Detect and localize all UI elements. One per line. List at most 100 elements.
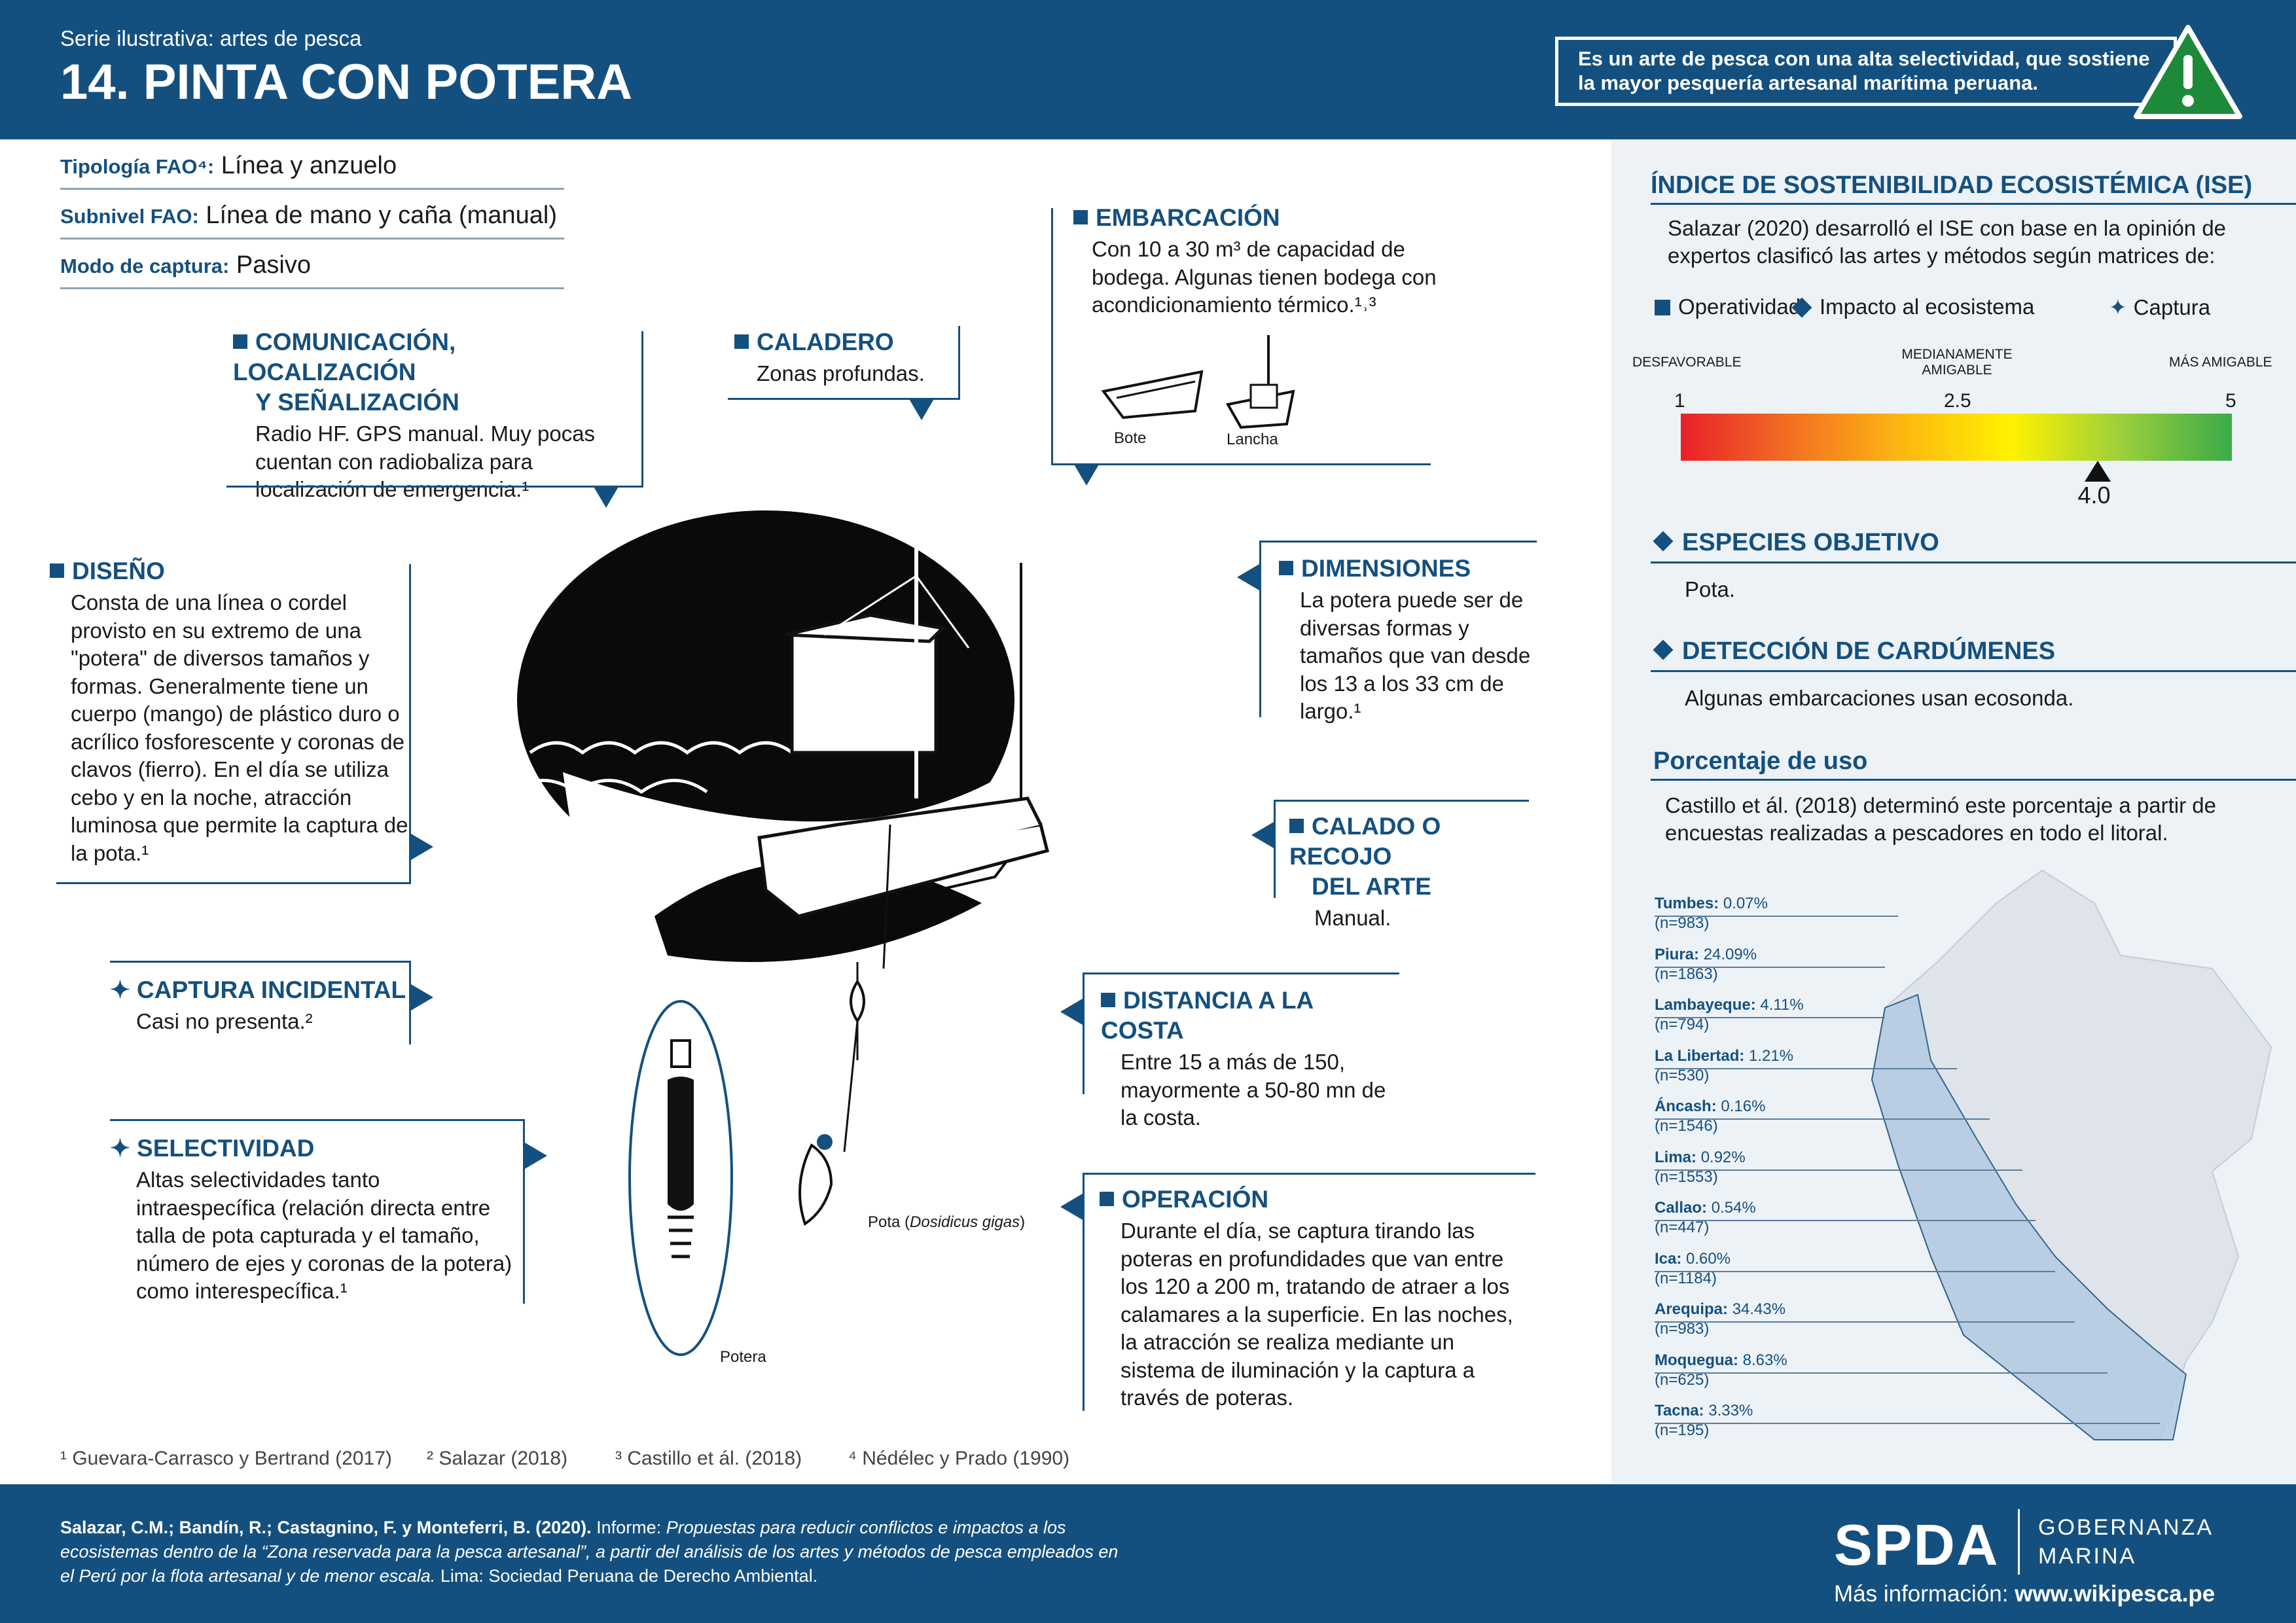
boat-illustration (509, 491, 1050, 1356)
pota-caption: Pota (Dosidicus gigas) (868, 1213, 1026, 1231)
divider (226, 486, 643, 488)
divider (110, 1119, 525, 1121)
deteccion-body: Algunas embarcaciones usan ecosonda. (1685, 686, 2074, 710)
star-icon: ✦ (2109, 295, 2127, 319)
section-comunicacion: COMUNICACIÓN, LOCALIZACIÓN Y SEÑALIZACIÓ… (233, 329, 596, 501)
deteccion-title: DETECCIÓN DE CARDÚMENES (1653, 637, 2055, 666)
region-leader-line (1655, 1169, 2022, 1171)
scale-label-right: MÁS AMIGABLE (2169, 355, 2272, 370)
divider (409, 961, 411, 1044)
region-leader-line (1655, 1017, 1885, 1018)
ise-marker: 4.0 (2077, 461, 2114, 509)
region-item: Tacna: 3.33%(n=195) (1655, 1402, 1753, 1439)
divider (1083, 972, 1399, 974)
divider (1259, 541, 1537, 543)
star-icon: ✦ (110, 976, 131, 1003)
divider (1083, 974, 1085, 1094)
divider (2018, 1509, 2020, 1575)
spda-logo: SPDA (1834, 1512, 2000, 1577)
pointer-arrow-icon (1251, 822, 1274, 848)
pointer-arrow-icon (593, 486, 619, 508)
region-item: Arequipa: 34.43%(n=983) (1655, 1300, 1786, 1338)
header-bar: Serie ilustrativa: artes de pesca 14. PI… (0, 0, 2296, 139)
lancha-caption: Lancha (1227, 431, 1278, 448)
pointer-arrow-icon (411, 984, 433, 1010)
footnote-2: ² Salazar (2018) (427, 1448, 568, 1469)
footnote-3: ³ Castillo et ál. (2018) (615, 1448, 802, 1469)
region-leader-line (1655, 966, 1885, 968)
typology-row-2: Subnivel FAO: Línea de mano y caña (manu… (60, 202, 564, 240)
divider (1051, 208, 1053, 465)
scale-min: 1 (1674, 390, 1685, 412)
uso-title: Porcentaje de uso (1653, 747, 1868, 775)
divider (409, 564, 411, 884)
divider (1083, 1173, 1535, 1175)
legend-impacto: Impacto al ecosistema (1791, 294, 2034, 319)
region-item: Piura: 24.09%(n=1863) (1655, 945, 1757, 983)
region-leader-line (1655, 1118, 1990, 1120)
boat-types-icon (1101, 335, 1295, 429)
section-diseno: DISEÑO Consta de una línea o cordel prov… (50, 556, 416, 867)
divider (523, 1119, 525, 1304)
region-item: Ica: 0.60%(n=1184) (1655, 1249, 1731, 1287)
especies-body: Pota. (1685, 577, 1736, 601)
website-link[interactable]: www.wikipesca.pe (2015, 1581, 2215, 1607)
scale-mid: 2.5 (1944, 390, 1971, 412)
ise-title: ÍNDICE DE SOSTENIBILIDAD ECOSISTÉMICA (I… (1651, 171, 2253, 199)
pointer-arrow-icon (1060, 1194, 1083, 1220)
citation: Salazar, C.M.; Bandín, R.; Castagnino, F… (60, 1518, 1119, 1586)
divider (728, 398, 960, 400)
region-leader-line (1655, 1220, 2036, 1221)
region-leader-line (1655, 1067, 1957, 1069)
divider (958, 326, 960, 400)
alert-box: Es un arte de pesca con una alta selecti… (1555, 37, 2177, 106)
divider (1651, 779, 2296, 781)
triangle-marker-icon (2084, 461, 2111, 482)
footnote-1: ¹ Guevara-Carrasco y Bertrand (2017) (60, 1448, 392, 1469)
region-item: Lima: 0.92%(n=1553) (1655, 1148, 1746, 1186)
region-leader-line (1655, 1270, 2055, 1272)
divider (1083, 1174, 1085, 1411)
scale-label-left: DESFAVORABLE (1632, 355, 1742, 370)
divider (1651, 562, 2296, 563)
scale-max: 5 (2225, 390, 2236, 412)
ise-gradient-bar (1681, 414, 2232, 461)
diamond-icon (1653, 531, 1674, 552)
divider (1274, 801, 1276, 898)
more-info: Más información: www.wikipesca.pe (1834, 1581, 2215, 1607)
divider (56, 882, 411, 884)
pointer-arrow-icon (1237, 564, 1259, 590)
region-item: Moquegua: 8.63%(n=625) (1655, 1351, 1787, 1389)
footer-bar: Salazar, C.M.; Bandín, R.; Castagnino, F… (0, 1484, 2296, 1623)
divider (110, 961, 411, 963)
diamond-icon (1791, 297, 1812, 318)
section-calado: CALADO O RECOJO DEL ARTE Manual. (1289, 813, 1441, 930)
region-item: Callao: 0.54%(n=447) (1655, 1199, 1756, 1236)
region-item: La Libertad: 1.21%(n=530) (1655, 1046, 1794, 1084)
footnote-4: ⁴ Nédélec y Prado (1990) (848, 1448, 1070, 1469)
bote-caption: Bote (1114, 429, 1147, 447)
divider (641, 331, 643, 488)
page-title: 14. PINTA CON POTERA (60, 54, 633, 110)
uso-description: Castillo et ál. (2018) determinó este po… (1665, 793, 2216, 845)
ise-description: Salazar (2020) desarrolló el ISE con bas… (1668, 216, 2227, 268)
section-dimensiones: DIMENSIONES La potera puede ser de diver… (1279, 554, 1541, 726)
pointer-arrow-icon (908, 398, 935, 420)
pointer-arrow-icon (411, 834, 433, 860)
legend-captura: ✦Captura (2109, 295, 2211, 319)
section-embarcacion: EMBARCACIÓN Con 10 a 30 m³ de capacidad … (1073, 203, 1440, 319)
divider (1274, 800, 1529, 802)
divider (1651, 670, 2296, 672)
region-item: Tumbes: 0.07%(n=983) (1655, 895, 1768, 932)
warning-icon (2134, 25, 2242, 119)
pointer-arrow-icon (1073, 463, 1100, 486)
region-item: Áncash: 0.16%(n=1546) (1655, 1097, 1766, 1135)
section-selectividad: ✦SELECTIVIDAD Altas selectividades tanto… (110, 1135, 512, 1303)
divider (1259, 542, 1261, 717)
typology-row-3: Modo de captura: Pasivo (60, 251, 564, 289)
section-operacion: OPERACIÓN Durante el día, se captura tir… (1100, 1185, 1532, 1412)
diamond-icon (1653, 639, 1674, 660)
especies-title: ESPECIES OBJETIVO (1653, 529, 1939, 557)
region-leader-line (1655, 1321, 2075, 1323)
